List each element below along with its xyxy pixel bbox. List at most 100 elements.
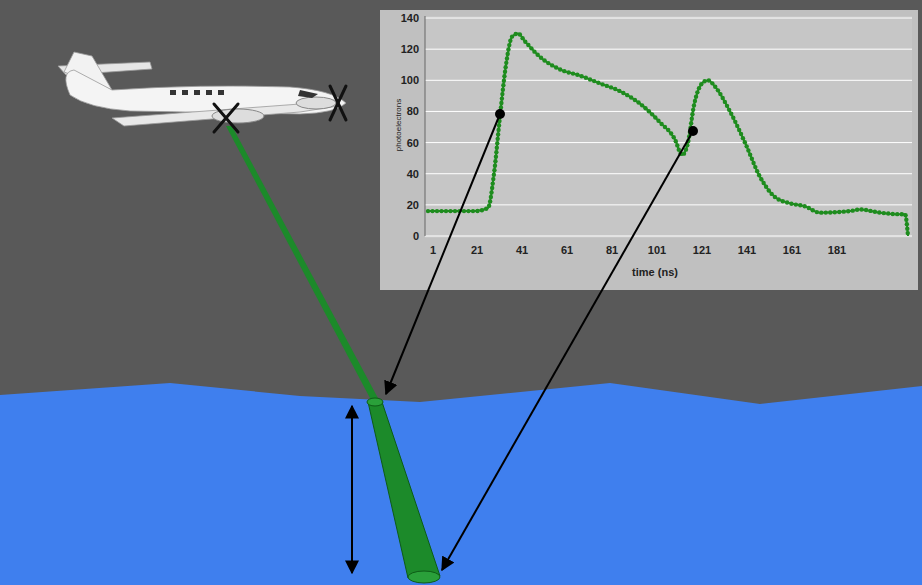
sample-dot — [903, 213, 907, 217]
sample-dot — [584, 76, 588, 80]
axis-tick-label: 41 — [516, 245, 528, 256]
sample-dot — [828, 210, 832, 214]
sample-dot — [495, 146, 499, 150]
sample-dot — [695, 90, 699, 94]
sample-dot — [811, 208, 815, 212]
sample-dot — [480, 208, 484, 212]
gridline — [425, 236, 912, 237]
sample-dot — [529, 46, 533, 50]
sample-dot — [833, 210, 837, 214]
sample-dot — [600, 82, 604, 86]
sample-dot — [496, 132, 500, 136]
sample-dot — [794, 202, 798, 206]
sample-dot — [674, 139, 678, 143]
sample-dot — [718, 92, 722, 96]
sample-dot — [807, 206, 811, 210]
laser-beam — [368, 402, 440, 578]
axis-tick-label: 61 — [561, 245, 573, 256]
sample-dot — [475, 209, 479, 213]
gridline — [425, 204, 912, 205]
sample-dot — [650, 112, 654, 116]
sample-dot — [905, 222, 909, 226]
sample-dot — [837, 210, 841, 214]
pointer-arrow — [442, 131, 693, 570]
sample-dot — [520, 36, 524, 40]
sample-dot — [588, 77, 592, 81]
sample-dot — [558, 67, 562, 71]
sample-dot — [731, 116, 735, 120]
sample-dot — [721, 96, 725, 100]
sample-dot — [905, 226, 909, 230]
sample-dot — [653, 115, 657, 119]
sample-dot — [751, 161, 755, 165]
sample-dot — [689, 121, 693, 125]
sample-dot — [492, 172, 496, 176]
sample-dot — [819, 210, 823, 214]
sample-dot — [493, 159, 497, 163]
sample-dot — [802, 204, 806, 208]
sample-dot — [505, 56, 509, 60]
sample-dot — [491, 177, 495, 181]
sample-dot — [575, 73, 579, 77]
sample-dot — [494, 155, 498, 159]
sample-dot — [741, 136, 745, 140]
sample-dot — [546, 61, 550, 65]
airplane — [58, 52, 346, 132]
sample-dot — [617, 89, 621, 93]
sample-dot — [496, 128, 500, 132]
sample-dot — [640, 103, 644, 107]
sample-dot — [507, 43, 511, 47]
sample-dot — [502, 78, 506, 82]
sample-dot — [494, 150, 498, 154]
sample-dot — [776, 197, 780, 201]
sample-dot — [503, 65, 507, 69]
sample-dot — [656, 119, 660, 123]
sample-dot — [659, 122, 663, 126]
sample-dot — [613, 87, 617, 91]
axis-tick-label: 40 — [407, 168, 419, 179]
sample-dot — [846, 209, 850, 213]
marker-dot — [495, 109, 505, 119]
sample-dot — [430, 209, 434, 213]
sample-dot — [690, 117, 694, 121]
signal-line — [428, 34, 908, 236]
plot-area — [425, 16, 912, 238]
sample-dot — [663, 125, 667, 129]
sample-dot — [815, 210, 819, 214]
sample-dot — [444, 209, 448, 213]
sample-dot — [462, 209, 466, 213]
sample-dot — [895, 212, 899, 216]
sample-dot — [710, 81, 714, 85]
sample-dot — [523, 40, 527, 44]
surface-spot — [367, 398, 383, 406]
sample-dot — [729, 112, 733, 116]
sample-dot — [713, 85, 717, 89]
sample-dot — [487, 204, 491, 208]
sample-dot — [518, 32, 522, 36]
sample-dot — [868, 209, 872, 213]
sample-dot — [755, 169, 759, 173]
sample-dot — [702, 79, 706, 83]
sample-dot — [495, 141, 499, 145]
sample-dot — [629, 95, 633, 99]
sample-dot — [769, 192, 773, 196]
sample-dot — [675, 143, 679, 147]
sample-dot — [748, 152, 752, 156]
sample-dot — [471, 209, 475, 213]
gridline — [425, 80, 912, 81]
sample-dot — [842, 209, 846, 213]
axis-tick-label: 80 — [407, 106, 419, 117]
sample-dot — [859, 207, 863, 211]
axis-tick-label: 100 — [401, 75, 419, 86]
sample-dot — [489, 195, 493, 199]
sample-dot — [497, 123, 501, 127]
sample-dot — [510, 34, 514, 38]
axis-title: photoelectrons — [395, 99, 403, 151]
sample-dot — [643, 106, 647, 110]
pointer-arrow — [386, 114, 500, 394]
sample-dot — [886, 211, 890, 215]
sample-dot — [716, 88, 720, 92]
gridline — [425, 18, 912, 19]
laser-beam — [226, 126, 379, 400]
